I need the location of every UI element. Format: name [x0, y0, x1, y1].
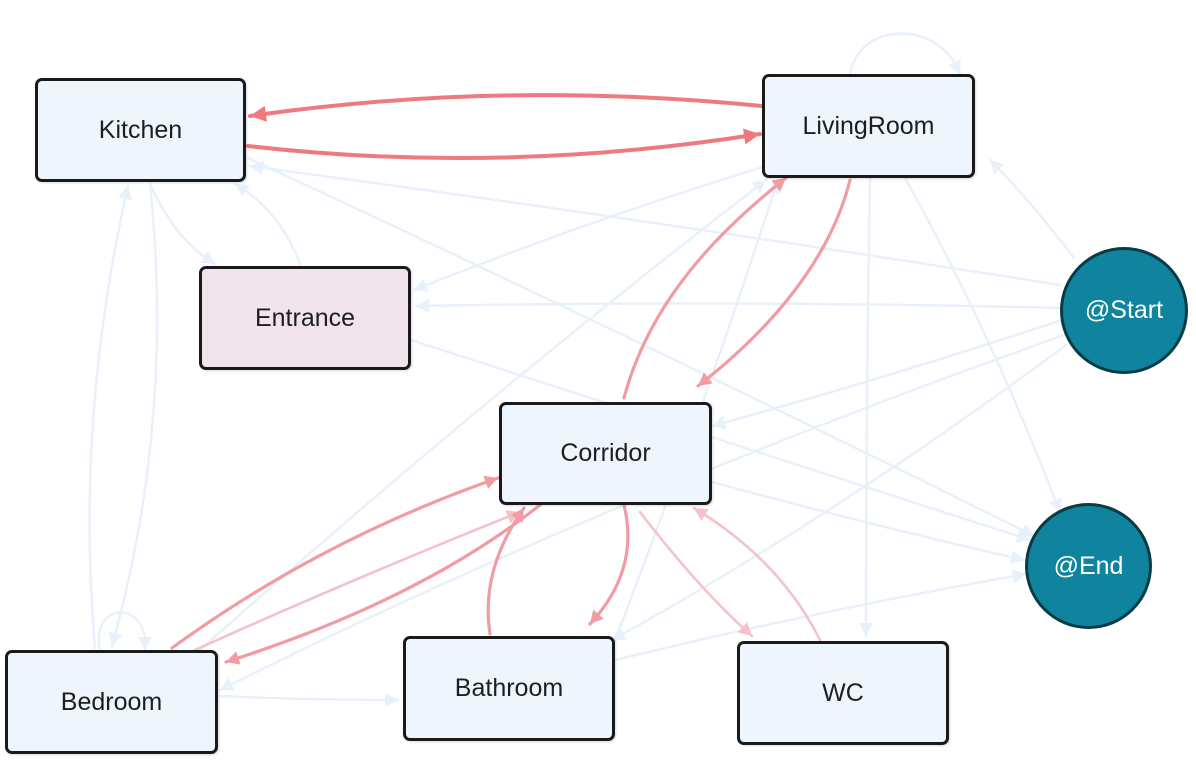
- edge-start-to-corridor: [710, 318, 1064, 430]
- edge-bathroom-to-end: [613, 569, 1028, 662]
- edge-bedroom-to-corridor: [193, 510, 522, 652]
- edge-arrowhead: [712, 415, 727, 430]
- node-end[interactable]: @End: [1025, 503, 1152, 629]
- edge-start-to-entrance: [414, 298, 1062, 313]
- edge-arrowhead: [200, 250, 215, 264]
- edge-arrowhead: [1009, 550, 1024, 564]
- edge-corridor-to-wc: [638, 510, 754, 638]
- edge-start-to-bedroom: [218, 333, 1066, 692]
- edge-livingroom-to-kitchen: [248, 93, 764, 122]
- node-living-room[interactable]: LivingRoom: [762, 74, 975, 178]
- node-entrance[interactable]: Entrance: [199, 266, 411, 370]
- edge-arrowhead: [226, 651, 241, 665]
- edge-arrowhead: [990, 160, 1005, 175]
- edge-arrowhead: [108, 631, 123, 646]
- edge-entrance-to-kitchen: [233, 182, 302, 266]
- edge-corridor-to-bathroom: [588, 503, 630, 626]
- edge-arrowhead: [384, 692, 398, 707]
- edge-arrowhead: [1011, 569, 1026, 584]
- edge-wc-to-corridor: [692, 506, 822, 642]
- node-start[interactable]: @Start: [1060, 247, 1188, 374]
- node-bathroom[interactable]: Bathroom: [403, 636, 615, 741]
- edge-arrowhead: [1019, 523, 1034, 537]
- edge-arrowhead: [483, 475, 498, 489]
- edge-arrowhead: [510, 508, 524, 523]
- edge-livingroom-to-wc: [859, 176, 874, 638]
- edge-arrowhead: [859, 622, 874, 636]
- edge-livingroom-to-end: [903, 176, 1062, 514]
- edge-arrowhead: [414, 278, 429, 292]
- edge-bathroom-to-livingroom: [97, 611, 152, 652]
- edge-bedroom-to-kitchen: [88, 184, 133, 650]
- edge-arrowhead: [1048, 497, 1062, 512]
- edge-bedroom-to-corridor: [170, 475, 500, 650]
- edge-arrowhead: [137, 636, 152, 650]
- edge-bathroom-to-corridor: [486, 506, 526, 636]
- edge-arrowhead: [742, 128, 760, 145]
- edge-arrowhead: [771, 178, 786, 192]
- edge-corridor-to-livingroom: [622, 176, 788, 400]
- edge-kitchen-to-livingroom: [246, 128, 762, 160]
- edge-livingroom-to-corridor: [696, 178, 852, 388]
- edge-arrowhead: [220, 677, 235, 691]
- edge-arrowhead: [698, 372, 713, 386]
- edge-bedroom-to-bedroom: [848, 32, 962, 76]
- node-corridor[interactable]: Corridor: [499, 402, 712, 505]
- edge-arrowhead: [235, 184, 250, 197]
- edge-corridor-to-end: [710, 480, 1026, 564]
- node-wc[interactable]: WC: [737, 641, 949, 745]
- edge-arrowhead: [590, 609, 604, 624]
- node-bedroom[interactable]: Bedroom: [5, 650, 218, 754]
- edge-arrowhead: [694, 508, 709, 521]
- edge-arrowhead: [416, 298, 430, 313]
- edge-corridor-to-bedroom: [224, 503, 542, 665]
- edge-arrowhead: [737, 622, 752, 636]
- edge-start-to-livingroom: [988, 158, 1076, 260]
- edge-kitchen-to-entrance: [148, 182, 217, 266]
- edge-bedroom-to-bathroom: [216, 692, 400, 707]
- node-kitchen[interactable]: Kitchen: [35, 78, 246, 182]
- edge-livingroom-to-entrance: [412, 164, 768, 292]
- edge-kitchen-to-end: [246, 156, 1036, 538]
- edge-arrowhead: [948, 59, 961, 74]
- edge-arrowhead: [250, 105, 267, 122]
- edge-arrowhead: [751, 180, 766, 194]
- edge-arrowhead: [118, 186, 133, 201]
- edge-kitchen-to-bedroom: [108, 182, 159, 648]
